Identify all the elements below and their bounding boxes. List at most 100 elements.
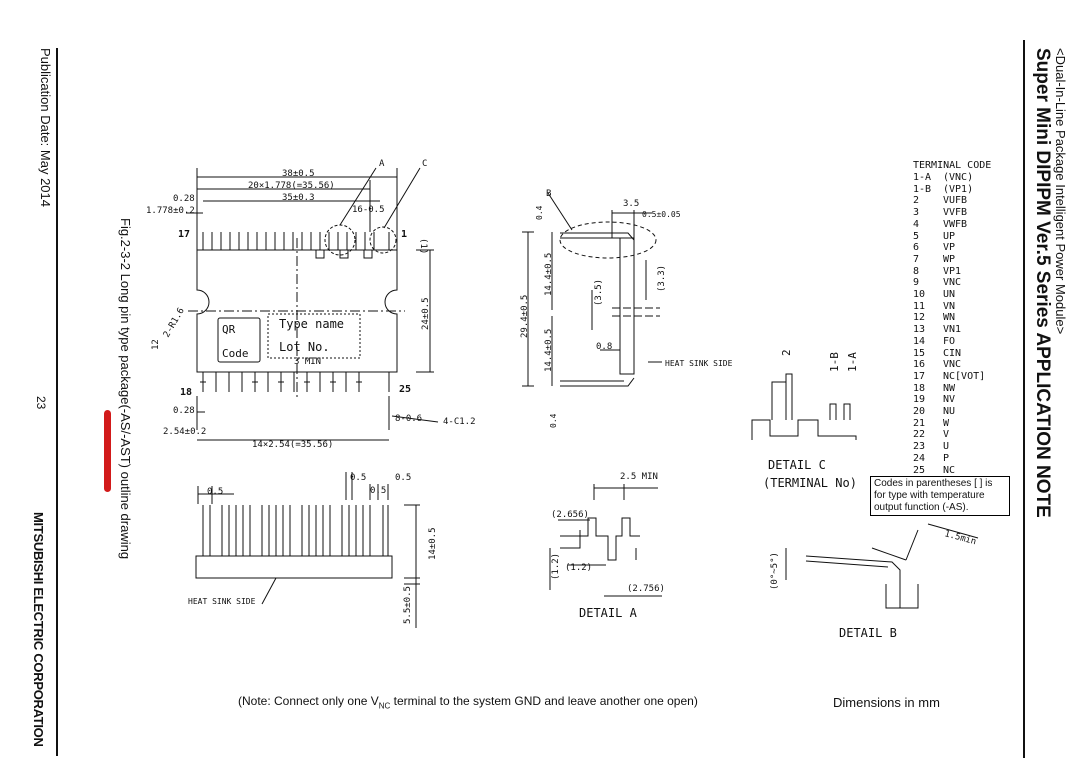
terminal-number: 19: [913, 394, 926, 406]
dim-1: (1): [418, 238, 428, 254]
qr-label: QR: [222, 323, 236, 336]
terminal-code-row: 9 VNC: [913, 277, 961, 288]
detail-c-pin-2: 2: [780, 349, 793, 356]
detail-c-title: DETAIL C: [768, 458, 826, 472]
side-heat-sink-side: HEAT SINK SIDE: [665, 359, 733, 368]
dim-254: 2.54±0.2: [163, 427, 206, 437]
terminal-number: 1-A: [913, 172, 932, 183]
terminal-code-row: 14 FO: [913, 336, 955, 347]
terminal-name: WN: [943, 312, 956, 324]
terminal-number: 9: [913, 277, 920, 289]
terminal-code-row: 13 VN1: [913, 324, 961, 335]
terminal-number: 3: [913, 207, 920, 219]
code-label: Code: [222, 347, 249, 360]
terminal-name: NC: [943, 464, 956, 476]
dim-side-35: 3.5: [623, 199, 639, 209]
detail-b-dim-15: 1.5min: [943, 529, 977, 547]
terminal-number: 23: [913, 441, 926, 453]
gnd-note-prefix: (Note: Connect only one V: [238, 694, 379, 708]
terminal-number: 14: [913, 335, 926, 347]
dim-side-04-top: 0.4: [535, 205, 544, 220]
terminal-name: FO: [943, 335, 956, 347]
label-c: C: [422, 159, 427, 169]
type-name-label: Type name: [279, 317, 344, 331]
terminal-name: VN1: [943, 324, 962, 336]
terminal-name: VP: [943, 242, 956, 254]
detail-b-title: DETAIL B: [839, 626, 897, 640]
terminal-number: 5: [913, 230, 920, 242]
terminal-number: 4: [913, 218, 920, 230]
label-a: A: [379, 159, 385, 169]
terminal-number: 8: [913, 265, 920, 277]
terminal-name: NU: [943, 406, 956, 417]
dim-side-294: 29.4±0.5: [520, 295, 530, 338]
detail-b-drawing: (0°~5°) 1.5min DETAIL B: [770, 523, 979, 640]
dim-16: 16-0.5: [352, 205, 385, 215]
dim-a-12a: (1.2): [551, 553, 561, 580]
detail-c-subtitle: (TERMINAL No): [763, 476, 857, 490]
dim-1778: 1.778±0.2: [146, 206, 195, 216]
terminal-number: 22: [913, 429, 926, 441]
detail-a-title: DETAIL A: [579, 606, 638, 620]
terminal-number: 21: [913, 417, 926, 429]
pin-25: 25: [399, 384, 411, 395]
lower-pins: [200, 372, 390, 392]
terminal-number: 17: [913, 370, 926, 382]
dim-bot-05a: 0.5: [207, 487, 223, 497]
bottom-view: 0.5 0.5 0.5 0.5 14±0.5 5.5±0.5 HEAT SINK…: [188, 472, 438, 628]
terminal-number: 7: [913, 253, 920, 265]
gnd-note-suffix: terminal to the system GND and leave ano…: [390, 694, 698, 708]
dim-pitch-17: 20×1.778(=35.56): [248, 181, 335, 191]
terminal-name: VWFB: [943, 218, 968, 230]
terminal-code-row: 22 V: [913, 429, 949, 440]
terminal-code-row: 15 CIN: [913, 348, 961, 359]
dim-a-25min: 2.5 MIN: [620, 472, 658, 482]
dim-35: 35±0.3: [282, 193, 315, 203]
terminal-code-title: TERMINAL CODE: [913, 160, 992, 171]
terminal-number: 2: [913, 195, 920, 207]
terminal-number: 15: [913, 347, 926, 359]
dim-a-12b: (1.2): [565, 563, 592, 573]
gnd-note-sub: NC: [378, 701, 391, 711]
terminal-name: U: [943, 441, 950, 453]
terminal-name: VNC: [943, 277, 962, 289]
red-highlight-mark: [104, 410, 111, 492]
detail-b-angle: (0°~5°): [770, 552, 780, 590]
dim-side-33p: (3.3): [657, 265, 667, 292]
dim-028-top: 0.28: [173, 194, 195, 204]
terminal-name: VUFB: [943, 195, 968, 207]
terminal-code-row: 4 VWFB: [913, 219, 967, 230]
detail-c-drawing: 2 1-B 1-A DETAIL C (TERMINAL No): [751, 349, 859, 490]
dim-a-2756: (2.756): [627, 584, 665, 594]
dim-8: 8-0.6: [395, 414, 422, 424]
terminal-number: 24: [913, 452, 926, 464]
terminal-number: 16: [913, 359, 926, 371]
terminal-name: V: [943, 429, 950, 441]
header-rule: [1023, 40, 1025, 758]
dim-side-144-top: 14.4±0.5: [544, 253, 554, 296]
terminal-code-row: 1-A(VNC): [913, 172, 973, 183]
detail-c-pin-1b: 1-B: [828, 352, 841, 372]
terminal-number: 13: [913, 324, 926, 336]
dim-side-35p: (3.5): [594, 279, 604, 306]
dim-028-bot: 0.28: [173, 406, 195, 416]
terminal-name: CIN: [943, 347, 962, 359]
terminal-name: VN: [943, 300, 956, 312]
lot-no-label: Lot No.: [279, 340, 330, 354]
dim-r16: 2-R1.6: [162, 306, 187, 339]
dim-3min: 3 MIN: [294, 357, 321, 367]
dim-a-2656: (2.656): [551, 510, 589, 520]
dim-side-08: 0.8: [596, 342, 612, 352]
dim-bot-05c: 0.5: [370, 486, 386, 496]
